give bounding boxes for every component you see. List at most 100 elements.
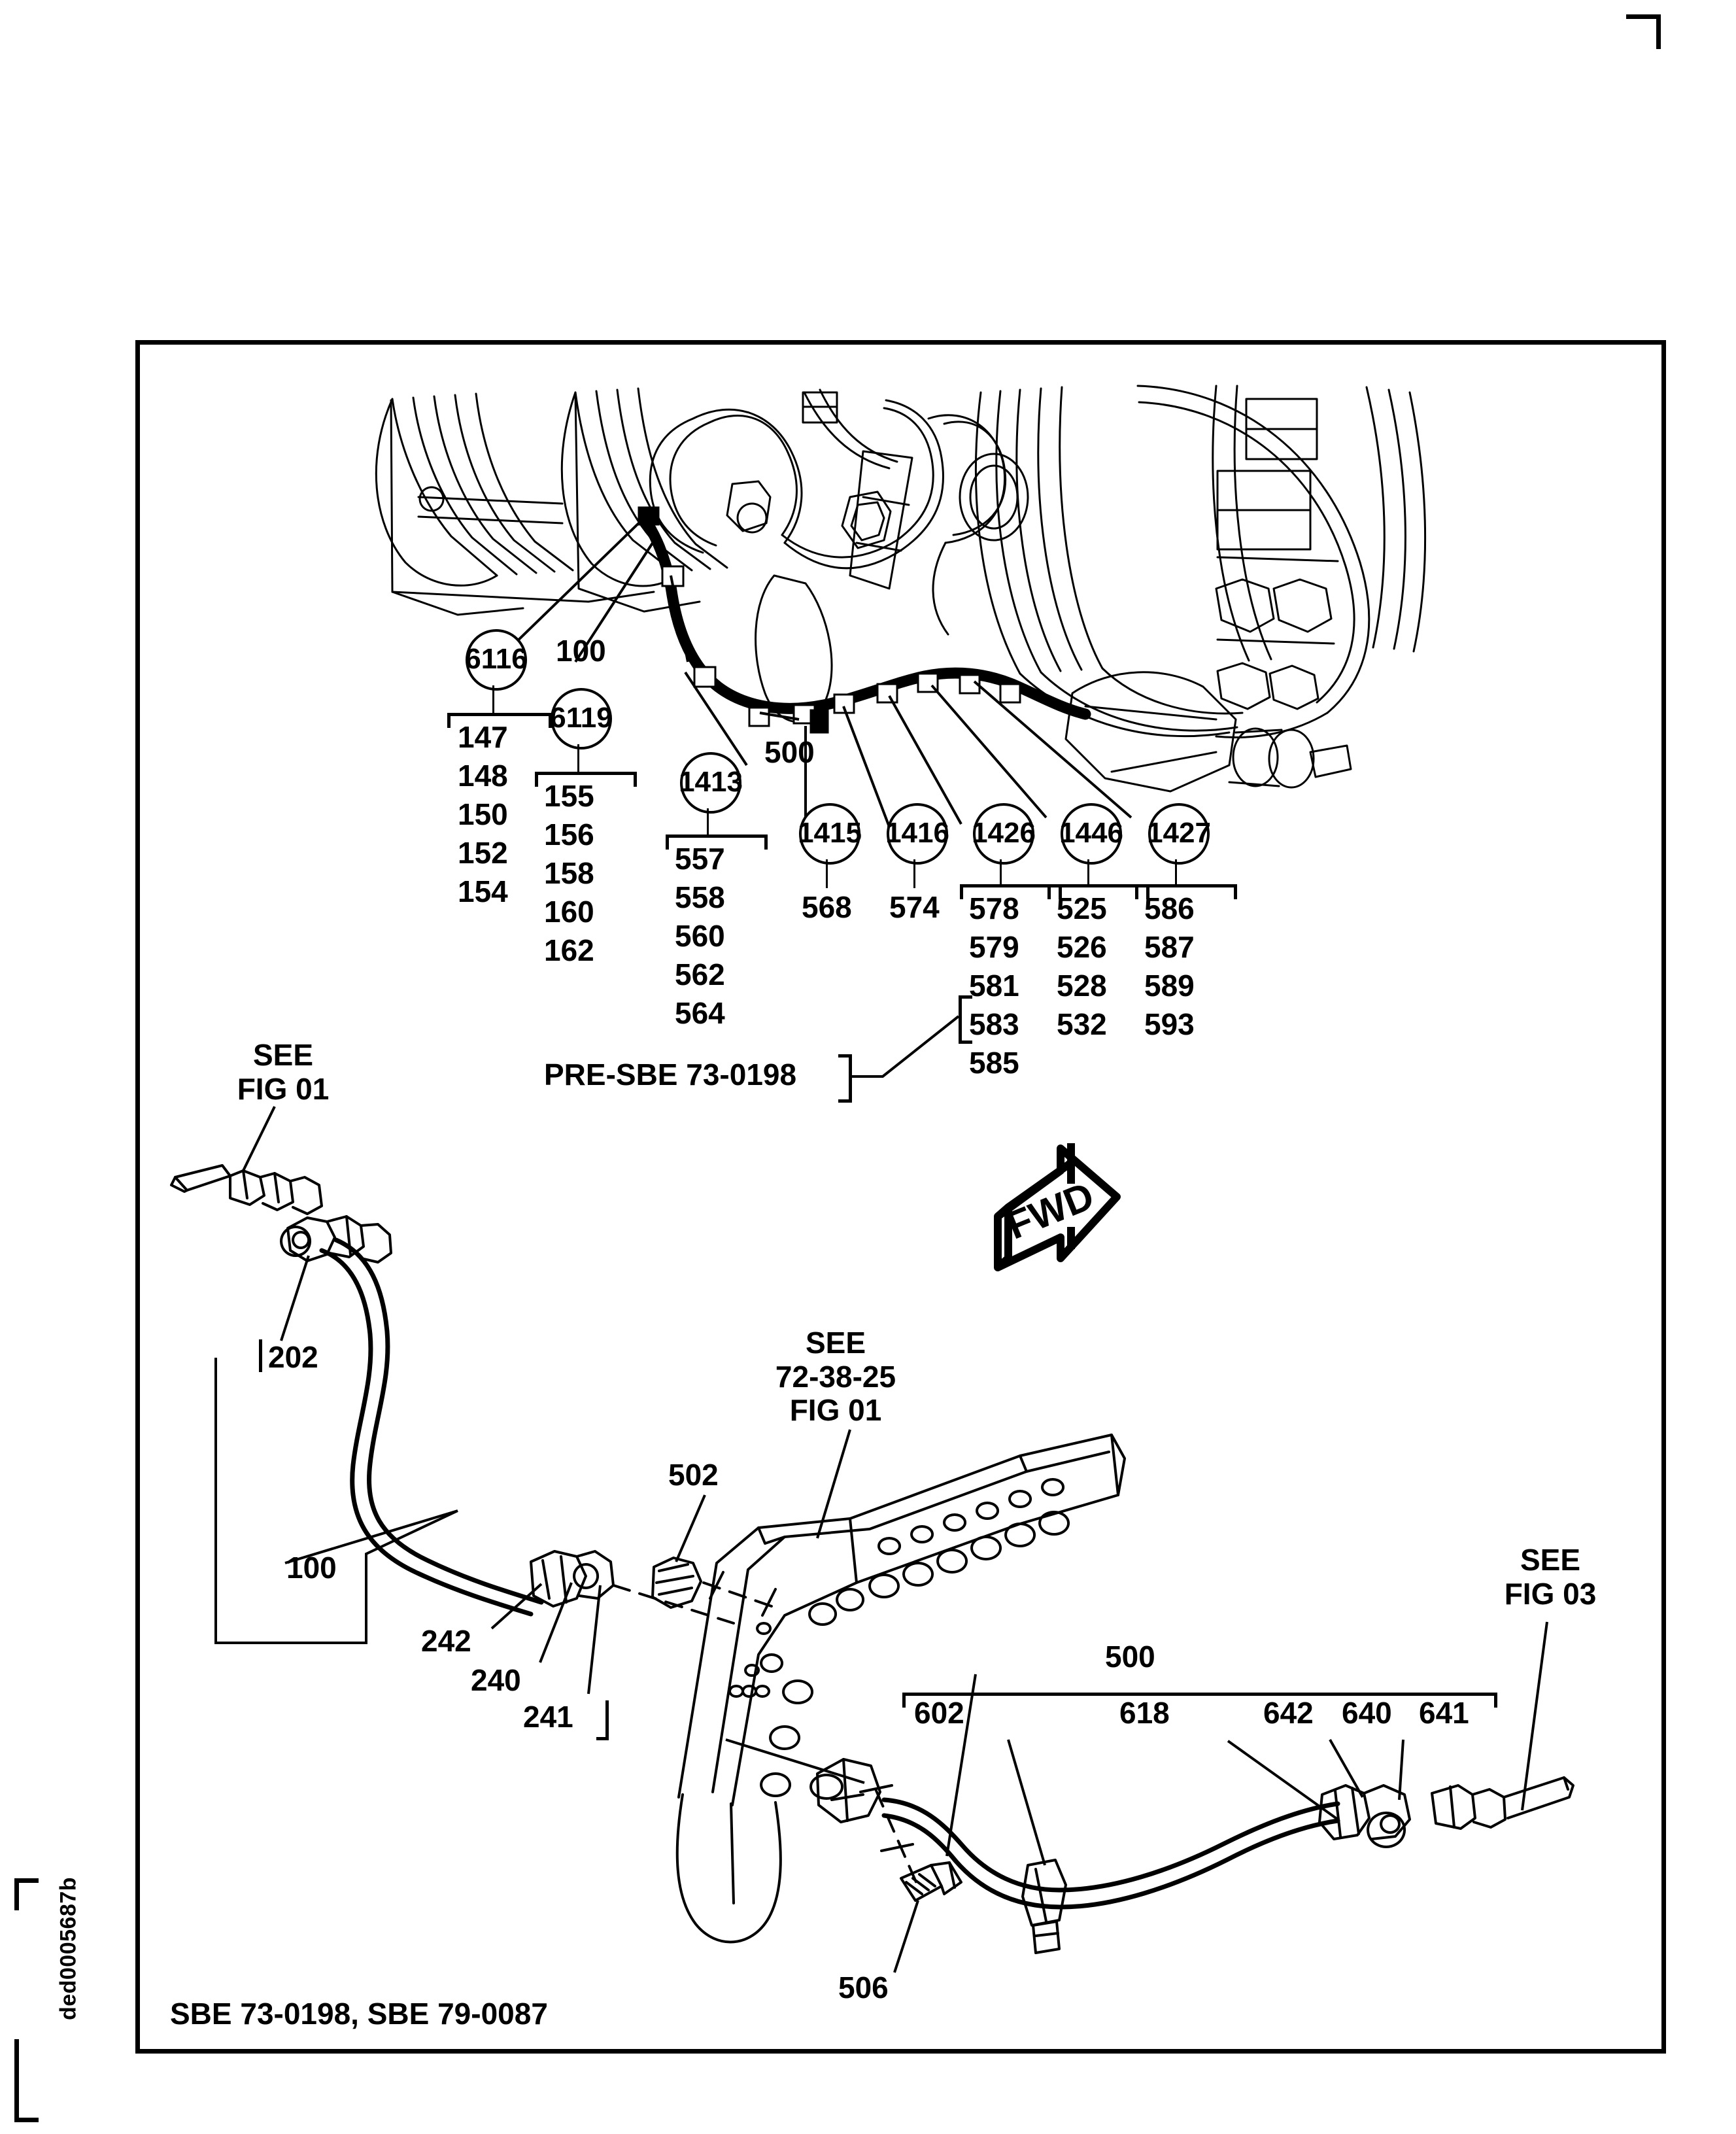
label-100-top: 100: [556, 634, 606, 668]
crop-mark-bottom-left: [14, 2039, 39, 2122]
flagnote-1413-label: 1413: [679, 766, 743, 798]
item-number: 587: [1144, 929, 1195, 964]
flagnote-1413-stem: [707, 808, 709, 836]
flagnote-1427-label: 1427: [1147, 817, 1211, 849]
item-number: 581: [969, 968, 1019, 1003]
flagnote-1446-bracket: [1047, 884, 1149, 899]
item-number: 160: [544, 894, 594, 929]
flagnote-1427-bracket: [1135, 884, 1237, 899]
item-number: 579: [969, 929, 1019, 964]
flagnote-1413-items: 557 558 560 562 564: [675, 840, 725, 1032]
flagnote-1427-items: 586 587 589 593: [1144, 889, 1195, 1044]
flagnote-6116-bracket: [447, 713, 552, 728]
item-number: 568: [802, 890, 852, 924]
flagnote-1416-items: 574: [889, 888, 940, 927]
item-number: 155: [544, 779, 594, 813]
item-number: 158: [544, 855, 594, 890]
flagnote-6116-label: 6116: [465, 643, 528, 675]
crop-mark-left-upper: [14, 1878, 39, 1910]
item-number: 560: [675, 918, 725, 953]
item-number: 532: [1057, 1007, 1107, 1041]
item-number: 593: [1144, 1007, 1195, 1041]
see-72-38-25-line1: SEE: [805, 1326, 866, 1360]
item-number: 562: [675, 957, 725, 991]
assembly-500-item-618: 618: [1119, 1696, 1170, 1730]
flagnote-1446[interactable]: 1446: [1059, 803, 1123, 865]
callout-202: 202: [268, 1340, 318, 1374]
flagnote-1416[interactable]: 1416: [885, 803, 949, 865]
flagnote-1413-bracket: [666, 835, 768, 850]
flagnote-1415-items: 568: [802, 888, 852, 927]
flagnote-1446-label: 1446: [1059, 817, 1123, 849]
flagnote-6119-stem: [577, 744, 579, 773]
assembly-500-item-602: 602: [914, 1696, 964, 1730]
flagnote-1416-label: 1416: [885, 817, 949, 849]
flagnote-1427-stem: [1175, 859, 1177, 886]
flagnote-6116-stem: [492, 685, 494, 714]
assembly-500-item-640: 640: [1342, 1696, 1392, 1730]
assembly-500-bracket: [902, 1693, 1497, 1708]
flagnote-1446-items: 525 526 528 532: [1057, 889, 1107, 1044]
item-number: 150: [458, 797, 508, 831]
flagnote-6116-items: 147 148 150 152 154: [458, 718, 508, 910]
flagnote-1446-stem: [1087, 859, 1089, 886]
item-number: 152: [458, 835, 508, 870]
figure-frame: [135, 340, 1666, 2054]
item-number: 156: [544, 817, 594, 852]
item-number: 162: [544, 933, 594, 967]
figure-caption: SBE 73-0198, SBE 79-0087: [170, 1997, 548, 2031]
flagnote-6119-label: 6119: [550, 702, 613, 734]
see-72-38-25-note: SEE 72-38-25 FIG 01: [738, 1326, 934, 1428]
callout-240: 240: [471, 1663, 521, 1697]
flagnote-6119[interactable]: 6119: [550, 688, 613, 749]
callout-242: 242: [421, 1624, 471, 1658]
flagnote-1426-stem: [1000, 859, 1002, 886]
label-500-top: 500: [764, 735, 815, 769]
flagnote-6119-items: 155 156 158 160 162: [544, 777, 594, 969]
flagnote-1426-label: 1426: [972, 817, 1036, 849]
flagnote-1426-bracket: [960, 884, 1062, 899]
item-number: 578: [969, 891, 1019, 925]
item-number: 154: [458, 874, 508, 908]
flagnote-1415[interactable]: 1415: [798, 803, 862, 865]
crop-mark-top-right: [1626, 14, 1661, 49]
flagnote-6116[interactable]: 6116: [465, 629, 528, 691]
see-fig-01-line2: FIG 01: [237, 1071, 330, 1106]
see-fig-01-line1: SEE: [252, 1038, 314, 1072]
see-fig-01-note: SEE FIG 01: [208, 1038, 358, 1106]
see-fig-03-note: SEE FIG 03: [1475, 1543, 1625, 1611]
fwd-direction-arrow: FWD: [982, 1139, 1132, 1273]
item-number: 583: [969, 1007, 1019, 1041]
flagnote-1413[interactable]: 1413: [679, 752, 743, 814]
flagnote-1415-label: 1415: [798, 817, 862, 849]
pre-sbe-bracket-583: [959, 995, 972, 1044]
assembly-500-item-642: 642: [1263, 1696, 1314, 1730]
flagnote-1427[interactable]: 1427: [1147, 803, 1211, 865]
assembly-500-title: 500: [1105, 1640, 1155, 1674]
flagnote-1426[interactable]: 1426: [972, 803, 1036, 865]
item-number: 558: [675, 880, 725, 914]
item-number: 528: [1057, 968, 1107, 1003]
see-fig-03-line2: FIG 03: [1504, 1576, 1597, 1611]
see-72-38-25-line3: FIG 01: [789, 1393, 882, 1428]
item-number: 574: [889, 890, 940, 924]
callout-241-bracket: [596, 1700, 609, 1740]
callout-502: 502: [668, 1458, 719, 1492]
flagnote-6119-bracket: [535, 772, 637, 787]
assembly-500-item-641: 641: [1419, 1696, 1469, 1730]
item-number: 526: [1057, 929, 1107, 964]
item-number: 148: [458, 758, 508, 793]
callout-241: 241: [523, 1700, 573, 1734]
see-fig-03-line1: SEE: [1520, 1543, 1581, 1577]
item-number: 585: [969, 1045, 1019, 1080]
see-72-38-25-line2: 72-38-25: [775, 1359, 896, 1394]
flagnote-1415-stem: [826, 859, 828, 888]
flagnote-1426-items: 578 579 581 583 585: [969, 889, 1019, 1082]
item-number: 147: [458, 720, 508, 754]
callout-506: 506: [838, 1971, 889, 2005]
item-number: 586: [1144, 891, 1195, 925]
